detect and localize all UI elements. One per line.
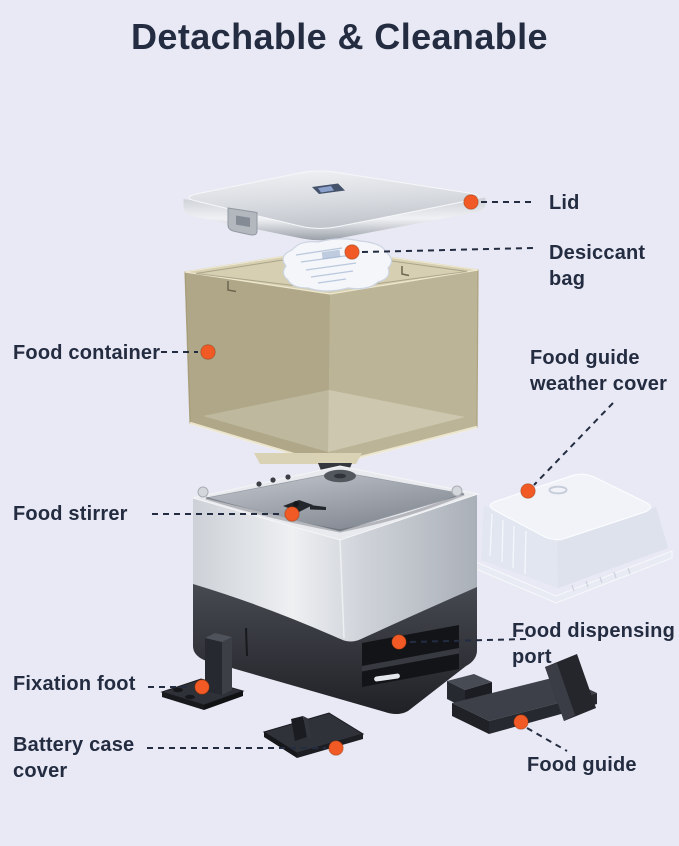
lid-latch-hole (236, 215, 250, 227)
lid-part (183, 170, 486, 241)
container-front-left-wall (185, 272, 330, 465)
basin-nub-1 (256, 481, 262, 487)
cover-top-ring (548, 485, 568, 495)
cover-rib-lines (489, 513, 527, 575)
guide-left-block-top (447, 674, 492, 690)
desiccant-bag-print (321, 249, 341, 260)
callout-label-desiccant-bag: Desiccant bag (549, 242, 646, 291)
cover-left-wall (481, 505, 558, 588)
foot-post-side (222, 637, 232, 695)
weather-cover-part (475, 473, 673, 604)
callout-line-port (409, 638, 528, 643)
callout-lines (147, 201, 614, 752)
guide-right-flange-inner (545, 663, 575, 721)
lid-logo-accent (318, 186, 334, 193)
callout-dot-lid (463, 194, 479, 210)
basin-nub-2 (270, 477, 276, 483)
container-floor (203, 390, 465, 452)
battery-cover-clip (291, 716, 307, 741)
foot-post-top (205, 633, 232, 642)
callout-dot-weather-cover (520, 483, 536, 499)
callout-dot-container (200, 344, 216, 360)
foot-plate-edge-left (162, 692, 204, 710)
container-outlet-plate (254, 453, 362, 464)
lid-side-face (183, 197, 486, 241)
battery-cover-part (262, 712, 365, 758)
callout-label-food-stirrer: Food stirrer (13, 503, 128, 525)
base-front-corner-highlight (339, 539, 345, 639)
dispensing-port-slot (374, 673, 400, 682)
dispensing-port-shelf (362, 648, 459, 672)
base-dark-seam (245, 627, 248, 657)
callout-line-food-guide (526, 727, 568, 752)
base-unit-part (192, 465, 480, 715)
foot-plate-edge-right (204, 691, 243, 710)
callout-line-desiccant (361, 247, 534, 253)
callout-label-lid: Lid (549, 192, 580, 214)
foot-post-front (205, 638, 222, 695)
callout-dot-food-guide (513, 714, 529, 730)
desiccant-bag-part (282, 238, 393, 292)
desiccant-bag-body (282, 238, 393, 292)
base-dark-band (193, 584, 477, 715)
callout-dot-desiccant (344, 244, 360, 260)
basin-hub-center (334, 473, 346, 479)
callout-dot-battery (328, 740, 344, 756)
container-clip-mark-left (227, 281, 237, 293)
basin-nub-3 (285, 474, 291, 480)
food-stirrer-arm (310, 505, 326, 510)
callout-label-food-guide-weather-cover: Food guide weather cover (530, 347, 668, 396)
foot-hole-1 (173, 687, 183, 693)
callout-label-food-guide: Food guide (527, 754, 637, 776)
rim-screw-right (451, 485, 463, 497)
callout-label-food-dispensing-port: Food dispensing port (512, 620, 675, 669)
battery-cover-edge-left (264, 732, 297, 758)
callout-dot-stirrer (284, 506, 300, 522)
callout-label-battery-case-cover: Battery case cover (13, 734, 135, 783)
callout-line-weather-cover (533, 402, 614, 486)
rim-screw-left (197, 486, 209, 498)
foot-hole-2 (185, 694, 195, 700)
callout-dots (194, 194, 536, 756)
callout-dot-port (391, 634, 407, 650)
base-basin-front-shadow (205, 492, 465, 533)
callout-dot-fixation (194, 679, 210, 695)
food-container-part (184, 248, 479, 478)
page-title: Detachable & Cleanable (131, 16, 548, 57)
battery-cover-clip-side (303, 716, 311, 738)
callout-label-food-container: Food container (13, 342, 161, 364)
guide-floor-front (452, 703, 489, 734)
container-clip-mark-right (401, 266, 410, 277)
cover-flange-ribs (571, 567, 631, 592)
food-stirrer-cap (293, 501, 299, 507)
container-front-right-wall (328, 270, 478, 465)
callout-label-fixation-foot: Fixation foot (13, 673, 136, 695)
cover-right-wall (557, 507, 668, 588)
